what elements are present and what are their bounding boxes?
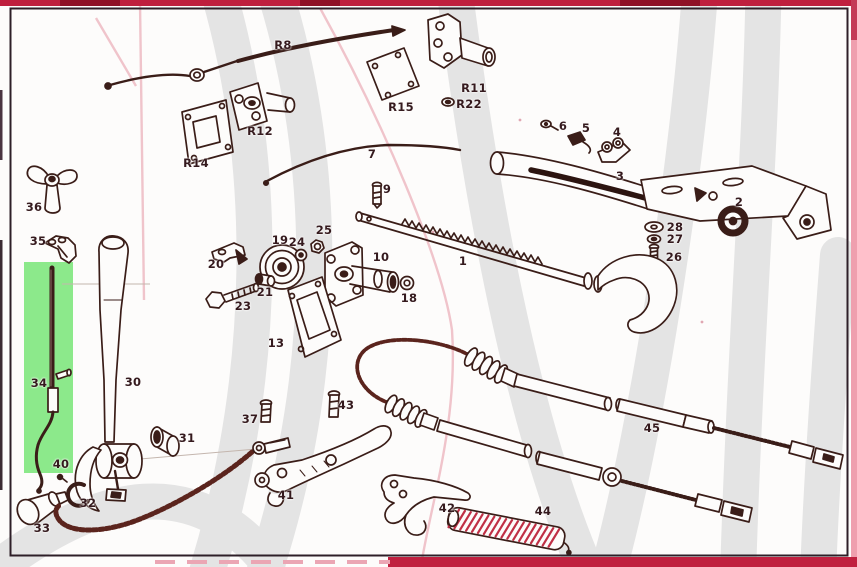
part-4-clip — [597, 137, 631, 163]
part-3-lever-tube — [489, 151, 832, 240]
part-36-wing-nut — [26, 165, 78, 214]
part-33-bolt — [16, 491, 69, 526]
part-45-cable — [615, 398, 844, 470]
part-10-housing — [324, 241, 400, 307]
part-40-pin — [56, 473, 68, 483]
part-5-clip — [567, 131, 592, 154]
part-13-gasket — [287, 276, 342, 358]
part-r15-plate — [366, 47, 420, 101]
part-lower-cable — [535, 450, 753, 523]
part-9-pin — [371, 181, 383, 209]
part-2-grommet — [717, 205, 749, 237]
part-cable-clevis — [252, 437, 291, 455]
part-7-rod — [262, 143, 462, 187]
part-32-circlip — [66, 481, 90, 508]
part-r14-gasket — [181, 99, 234, 165]
part-31-bushing — [150, 426, 180, 457]
part-23-bolt — [205, 282, 260, 309]
part-42-pawl — [380, 474, 471, 536]
part-r11-bracket — [427, 13, 496, 69]
part-loop-cable — [355, 337, 613, 459]
part-43-pin — [327, 390, 341, 418]
part-r8-rod — [104, 25, 406, 90]
part-34-rod — [34, 265, 72, 494]
part-35-bracket — [44, 235, 77, 264]
part-28-washer — [644, 221, 664, 233]
part-25-nut — [310, 239, 325, 254]
part-41-lever — [254, 425, 392, 507]
part-r22-washer — [441, 97, 455, 107]
highlight-region-part-34 — [24, 262, 73, 473]
part-20-bracket — [211, 242, 248, 265]
part-37-pin — [259, 399, 273, 423]
part-44-spring — [446, 506, 572, 556]
part-18-washer — [399, 275, 415, 291]
part-6-rivet — [540, 119, 559, 131]
part-24-washer — [294, 248, 308, 262]
part-front-rope-cable — [53, 449, 255, 533]
part-r12-bracket — [229, 82, 296, 131]
part-19-pulley — [259, 244, 305, 290]
part-30-hand-lever — [74, 235, 143, 512]
part-27-washer — [646, 234, 662, 244]
part-1-ratchet-rod — [355, 211, 678, 334]
part-21-bushing — [254, 273, 276, 287]
